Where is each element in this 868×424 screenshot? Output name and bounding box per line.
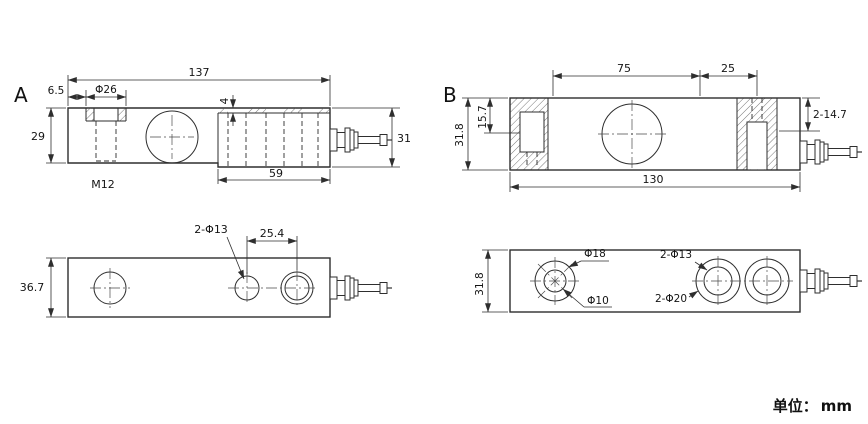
callout-b-outer-holes: 2-Φ20 (655, 293, 687, 305)
dim-a-thread: M12 (91, 178, 115, 191)
dim-a-body-width: 36.7 (20, 281, 45, 294)
callout-b-inner-dia: Φ10 (587, 295, 609, 307)
dim-a-hole-spacing: 25.4 (260, 227, 285, 240)
callout-a-holes: 2-Φ13 (194, 223, 228, 236)
variant-b-label: B (443, 83, 457, 107)
dim-a-overall-length: 137 (189, 66, 210, 79)
view-a-side: 137 6.5 Φ26 4 29 31 M12 59 (31, 66, 411, 191)
dim-a-height-right: 31 (397, 132, 411, 145)
callout-b-outer-dia: Φ18 (584, 248, 606, 260)
dim-b-pocket-depth: 15.7 (477, 105, 489, 128)
dim-a-edge-offset: 6.5 (48, 85, 65, 97)
variant-a-label: A (14, 83, 28, 107)
view-a-plan: 2-Φ13 25.4 36.7 (20, 223, 393, 318)
callout-b-inner-holes: 2-Φ13 (660, 249, 692, 261)
dim-a-mount-span: 59 (269, 167, 283, 180)
unit-value: mm (820, 397, 852, 415)
view-b-side: 75 25 15.7 31.8 2-14.7 130 (454, 62, 863, 192)
callout-b-holes-side: 2-14.7 (813, 109, 847, 121)
bore-circle (145, 110, 199, 164)
dim-b-span-left: 75 (617, 62, 631, 75)
dim-b-plan-width: 31.8 (474, 272, 486, 295)
unit-note: 单位：mm (773, 395, 852, 416)
dim-b-span-right: 25 (721, 62, 735, 75)
dim-a-recess-depth: 4 (219, 97, 231, 104)
unit-label: 单位： (772, 397, 818, 415)
dim-b-overall-length: 130 (643, 173, 664, 186)
dim-b-body-height: 31.8 (454, 123, 466, 146)
view-b-plan: Φ18 Φ10 2-Φ13 2-Φ20 31.8 (474, 248, 863, 313)
dim-a-height-left: 29 (31, 130, 45, 143)
dim-a-counterbore: Φ26 (95, 84, 117, 96)
